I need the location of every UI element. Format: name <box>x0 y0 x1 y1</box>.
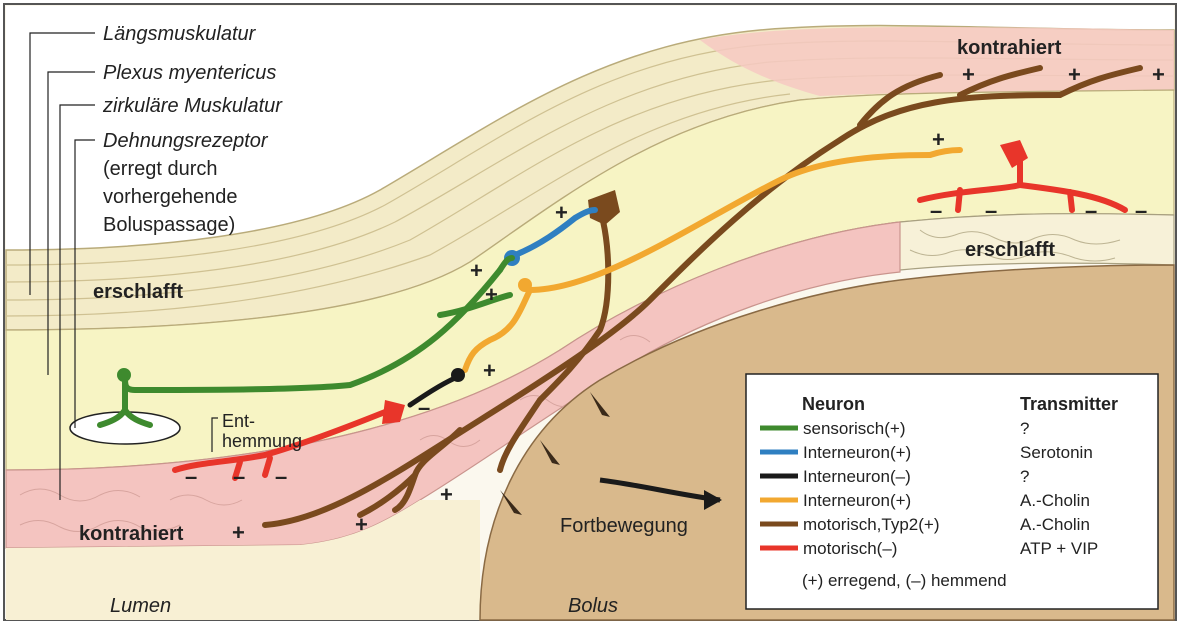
legend-neuron-label: Interneuron(–) <box>803 467 911 486</box>
legend-transmitter-label: Serotonin <box>1020 443 1093 462</box>
label-dehnungsrezeptor: Dehnungsrezeptor <box>103 130 269 152</box>
sensory-neuron-soma <box>117 368 131 382</box>
label-zirkulaere-muskulatur: zirkuläre Muskulatur <box>102 95 283 117</box>
label-fortbewegung: Fortbewegung <box>560 515 688 537</box>
label-bolus: Bolus <box>568 595 618 617</box>
minus-sign: – <box>985 198 997 223</box>
plus-sign: + <box>355 512 368 537</box>
label-plexus-myentericus: Plexus myentericus <box>103 62 276 84</box>
legend-transmitter-label: ? <box>1020 419 1029 438</box>
minus-sign: – <box>275 464 287 489</box>
legend-transmitter-label: A.-Cholin <box>1020 515 1090 534</box>
legend-transmitter-label: ATP + VIP <box>1020 539 1098 558</box>
label-dehnung-line3: vorhergehende <box>103 186 238 208</box>
legend-header-transmitter: Transmitter <box>1020 394 1118 414</box>
legend-note: (+) erregend, (–) hemmend <box>802 571 1007 590</box>
label-dehnung-line4: Boluspassage) <box>103 214 235 236</box>
plus-sign: + <box>485 282 498 307</box>
plus-sign: + <box>962 62 975 87</box>
label-kontrahiert-top: kontrahiert <box>957 37 1062 59</box>
plus-sign: + <box>483 358 496 383</box>
legend-neuron-label: Interneuron(+) <box>803 443 911 462</box>
legend-neuron-label: Interneuron(+) <box>803 491 911 510</box>
black-interneuron-soma <box>451 368 465 382</box>
plus-sign: + <box>932 127 945 152</box>
label-dehnung-line2: (erregt durch <box>103 158 218 180</box>
legend-neuron-label: motorisch(–) <box>803 539 897 558</box>
plus-sign: + <box>1068 62 1081 87</box>
legend-header-neuron: Neuron <box>802 394 865 414</box>
legend-transmitter-label: ? <box>1020 467 1029 486</box>
label-kontrahiert-bottom: kontrahiert <box>79 523 184 545</box>
label-laengsmuskulatur: Längsmuskulatur <box>103 23 257 45</box>
minus-sign: – <box>418 395 430 420</box>
plus-sign: + <box>555 200 568 225</box>
label-erschlafft-right: erschlafft <box>965 239 1055 261</box>
legend-transmitter-label: A.-Cholin <box>1020 491 1090 510</box>
orange-interneuron-soma <box>518 278 532 292</box>
plus-sign: + <box>1152 62 1165 87</box>
legend-neuron-label: sensorisch(+) <box>803 419 906 438</box>
minus-sign: – <box>930 198 942 223</box>
minus-sign: – <box>233 464 245 489</box>
minus-sign: – <box>1135 198 1147 223</box>
label-lumen: Lumen <box>110 595 171 617</box>
stretch-receptor <box>70 412 180 444</box>
label-enthemmung-2: hemmung <box>222 431 302 451</box>
legend: Neuron Transmitter sensorisch(+)? Interne… <box>746 374 1158 609</box>
legend-neuron-label: motorisch,Typ2(+) <box>803 515 940 534</box>
minus-sign: – <box>185 464 197 489</box>
label-erschlafft-left: erschlafft <box>93 281 183 303</box>
plus-sign: + <box>470 258 483 283</box>
minus-sign: – <box>1085 198 1097 223</box>
plus-sign: + <box>440 482 453 507</box>
label-enthemmung-1: Ent- <box>222 411 255 431</box>
plus-sign: + <box>232 520 245 545</box>
